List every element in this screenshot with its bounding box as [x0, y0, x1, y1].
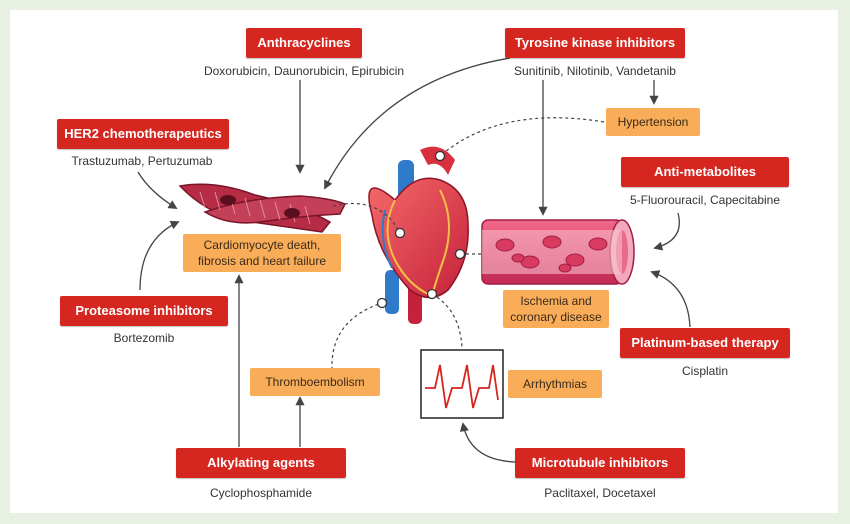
proteasome-inhibitors-box: Proteasome inhibitors [60, 296, 228, 326]
ischemia-line2: coronary disease [510, 310, 602, 324]
anthracyclines-box: Anthracyclines [246, 28, 362, 58]
microtubule-inhibitors-box: Microtubule inhibitors [515, 448, 685, 478]
cardiomyocyte-death-line2: fibrosis and heart failure [197, 254, 327, 268]
ischemia-box: Ischemia and coronary disease [503, 290, 609, 328]
arrhythmias-box: Arrhythmias [508, 370, 602, 398]
platinum-based-therapy-drugs: Cisplatin [681, 364, 729, 378]
alkylating-agents-box: Alkylating agents [176, 448, 346, 478]
connector-dots [376, 150, 466, 309]
microtubule-inhibitors-drugs: Paclitaxel, Docetaxel [544, 486, 656, 500]
hypertension-box: Hypertension [606, 108, 700, 136]
heart-illustration [368, 146, 469, 324]
her2-chemotherapeutics-drugs: Trastuzumab, Pertuzumab [71, 154, 213, 168]
blood-vessel-illustration [481, 219, 635, 285]
her2-chemotherapeutics-box: HER2 chemotherapeutics [57, 119, 229, 149]
dashed-connectors [331, 117, 605, 371]
thromboembolism-box: Thromboembolism [250, 368, 380, 396]
arrows [137, 57, 691, 463]
proteasome-inhibitors-drugs: Bortezomib [113, 331, 175, 345]
ischemia-line1: Ischemia and [520, 294, 592, 308]
tyrosine-kinase-inhibitors-box: Tyrosine kinase inhibitors [505, 28, 685, 58]
ecg-monitor-illustration [420, 349, 504, 419]
tyrosine-kinase-inhibitors-drugs: Sunitinib, Nilotinib, Vandetanib [514, 64, 676, 78]
anti-metabolites-drugs: 5-Fluorouracil, Capecitabine [629, 193, 781, 207]
cardiomyocyte-cells-illustration [178, 183, 347, 233]
platinum-based-therapy-box: Platinum-based therapy [620, 328, 790, 358]
alkylating-agents-drugs: Cyclophosphamide [209, 486, 313, 500]
anthracyclines-drugs: Doxorubicin, Daunorubicin, Epirubicin [203, 64, 405, 78]
cardiomyocyte-death-line1: Cardiomyocyte death, [203, 238, 321, 252]
cardiomyocyte-death-box: Cardiomyocyte death, fibrosis and heart … [183, 234, 341, 272]
anti-metabolites-box: Anti-metabolites [621, 157, 789, 187]
